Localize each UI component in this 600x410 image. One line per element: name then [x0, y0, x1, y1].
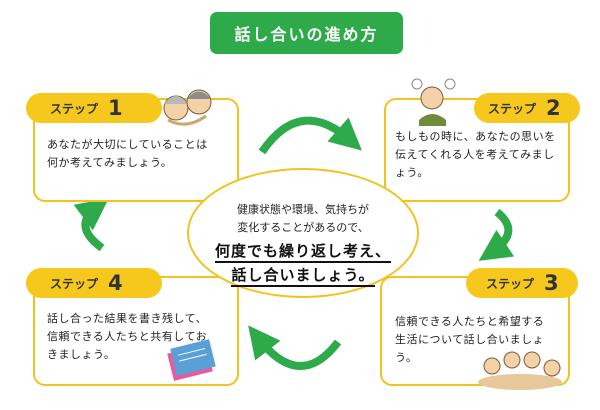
- page-title: 話し合いの進め方: [210, 12, 403, 54]
- center-message: 健康状態や環境、気持ちが 変化することがあるので、 何度でも繰り返し考え、 話し…: [187, 168, 419, 298]
- arrow-right: [478, 208, 515, 261]
- step4-label: ステップ: [50, 276, 99, 291]
- step2-text: もしもの時に、あなたの思いを 伝えてくれる人を考えてみまし ょう。: [395, 130, 556, 179]
- center-line1: 健康状態や環境、気持ちが: [237, 203, 369, 216]
- step1-number: 1: [108, 96, 123, 120]
- step1-text: あなたが大切にしていることは 何か考えてみましょう。: [47, 138, 208, 169]
- step2-pill: ステップ 2: [474, 93, 580, 123]
- step3-number: 3: [544, 271, 559, 295]
- arrow-top: [258, 116, 363, 155]
- arrow-left: [73, 198, 109, 252]
- step2-label: ステップ: [488, 101, 537, 116]
- step3-text: 信頼できる人たちと希望する 生活について話し合いましょ う。: [395, 315, 545, 364]
- step3-pill: ステップ 3: [466, 268, 578, 298]
- step1-label: ステップ: [50, 101, 99, 116]
- step3-label: ステップ: [486, 276, 535, 291]
- arrow-bottom: [248, 325, 342, 370]
- step4-pill: ステップ 4: [26, 268, 162, 298]
- step2-number: 2: [546, 96, 561, 120]
- step4-number: 4: [108, 271, 123, 295]
- step4-text: 話し合った結果を書き残して、 信頼できる人たちと共有してお きましょう。: [47, 312, 208, 361]
- center-line2: 変化することがあるので、: [237, 221, 369, 234]
- center-emphasis2: 話し合いましょう。: [189, 264, 417, 287]
- step1-pill: ステップ 1: [26, 93, 162, 123]
- center-emphasis1: 何度でも繰り返し考え、: [189, 240, 417, 263]
